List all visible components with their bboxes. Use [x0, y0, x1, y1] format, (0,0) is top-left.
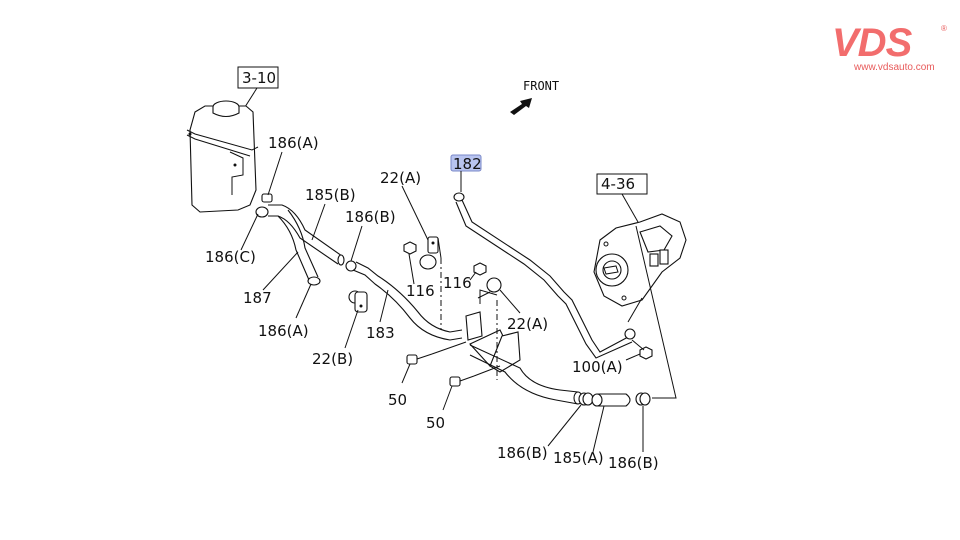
clamp-186a-top[interactable] [261, 193, 273, 203]
callout-116-right: 116 [443, 274, 472, 292]
hose-185b-end [337, 254, 345, 266]
callout-186a-top: 186(A) [268, 134, 319, 152]
pump-assembly[interactable] [593, 213, 687, 307]
front-arrow-icon [510, 98, 532, 115]
logo-wordmark: VDS [832, 21, 912, 65]
bolt-50-right[interactable] [449, 365, 501, 387]
clip-22a-right[interactable] [477, 277, 502, 299]
clamp-186b-bottom-right[interactable] [635, 392, 651, 406]
ref-box-3-10[interactable] [237, 66, 279, 89]
callout-185a: 185(A) [553, 449, 604, 467]
ref-text-3-10: 3-10 [242, 69, 276, 87]
hose-187[interactable] [277, 215, 310, 281]
hose-185a[interactable] [591, 393, 631, 407]
nut-116-left[interactable] [403, 241, 417, 255]
callout-186b-bottom-left: 186(B) [497, 444, 548, 462]
pipe-182[interactable] [453, 192, 633, 359]
hose-185b[interactable] [268, 204, 343, 257]
callout-186a-bottom: 186(A) [258, 322, 309, 340]
clamp-186c[interactable] [255, 206, 269, 218]
clamp-186a-bottom[interactable] [307, 276, 321, 286]
callout-22a-right: 22(A) [507, 315, 548, 333]
callout-186b-bottom-right: 186(B) [608, 454, 659, 472]
callout-185b: 185(B) [305, 186, 356, 204]
callout-22b: 22(B) [312, 350, 353, 368]
clip-22b[interactable] [348, 290, 368, 313]
callout-50-right: 50 [426, 414, 445, 432]
vds-logo: VDS ® www.vdsauto.com [832, 21, 950, 73]
callout-187: 187 [243, 289, 272, 307]
callout-186b-mid: 186(B) [345, 208, 396, 226]
reservoir-tank[interactable] [186, 100, 259, 213]
nut-116-right[interactable] [473, 262, 487, 276]
ref-text-4-36: 4-36 [601, 175, 635, 193]
bolt-50-left[interactable] [406, 341, 467, 365]
clamp-186b-bottom-left[interactable] [578, 392, 594, 406]
logo-website: www.vdsauto.com [854, 62, 935, 73]
callout-116-left: 116 [406, 282, 435, 300]
callout-183: 183 [366, 324, 395, 342]
clamp-186b-mid[interactable] [345, 260, 357, 272]
front-label: FRONT [523, 79, 559, 93]
callout-50-left: 50 [388, 391, 407, 409]
nut-100a[interactable] [639, 346, 653, 360]
clip-22a-left[interactable] [419, 236, 439, 270]
callout-22a-left: 22(A) [380, 169, 421, 187]
registered-mark: ® [941, 24, 947, 33]
callout-100a: 100(A) [572, 358, 623, 376]
part-number-182: 182 [453, 155, 482, 173]
pipe-182-fitting [624, 328, 636, 340]
callout-186c: 186(C) [205, 248, 256, 266]
highlight-182-box[interactable] [450, 154, 482, 172]
